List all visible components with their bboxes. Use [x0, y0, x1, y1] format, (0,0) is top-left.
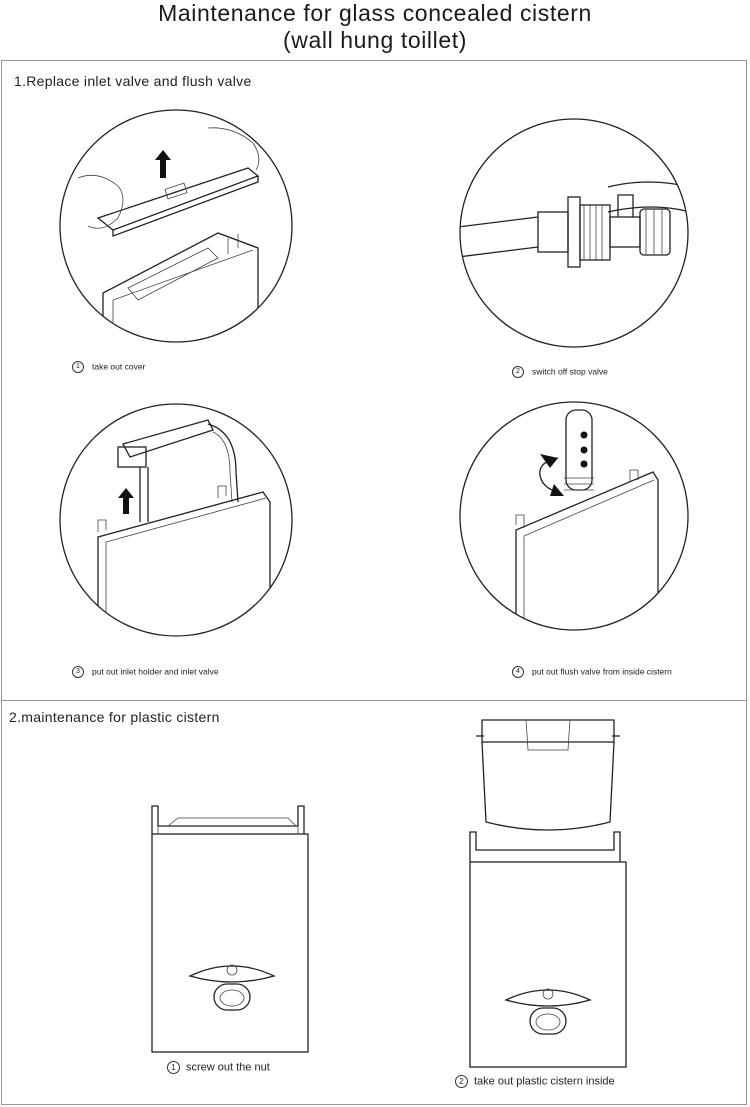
step-3-text: put out inlet holder and inlet valve [92, 666, 219, 677]
step-1-caption: 1 take out cover [72, 361, 145, 373]
detail-circle [459, 118, 689, 348]
step-2-text: switch off stop valve [532, 366, 608, 377]
illustration-take-out-plastic-cistern [469, 719, 627, 1068]
content-frame [1, 60, 747, 1105]
step-2-number: 2 [512, 366, 524, 378]
illustration-stop-valve [459, 118, 689, 348]
title-line-1: Maintenance for glass concealed cistern [158, 0, 592, 26]
step-4-text: put out flush valve from inside cistern [532, 666, 672, 677]
step-1-number: 1 [72, 361, 84, 373]
detail-circle [459, 401, 689, 631]
detail-circle [59, 403, 293, 637]
step-3-caption: 3 put out inlet holder and inlet valve [72, 666, 219, 678]
illustration-inlet-valve [59, 403, 293, 637]
step-3-number: 3 [72, 666, 84, 678]
detail-circle [59, 109, 293, 343]
plastic-step-2-number: 2 [455, 1075, 468, 1088]
section-divider [1, 700, 747, 701]
plastic-step-2-text: take out plastic cistern inside [474, 1075, 615, 1088]
illustration-screw-out-nut [151, 805, 309, 1053]
illustration-take-out-cover [59, 109, 293, 343]
illustration-flush-valve [459, 401, 689, 631]
plastic-step-1-number: 1 [167, 1061, 180, 1074]
plastic-step-1-caption: 1 screw out the nut [167, 1061, 270, 1074]
step-4-number: 4 [512, 666, 524, 678]
step-4-caption: 4 put out flush valve from inside cistern [512, 666, 672, 678]
page-title: Maintenance for glass concealed cistern … [0, 0, 750, 54]
plastic-step-2-caption: 2 take out plastic cistern inside [455, 1075, 615, 1088]
step-1-text: take out cover [92, 361, 146, 372]
title-line-2: (wall hung toillet) [283, 27, 467, 53]
section-2-heading: 2.maintenance for plastic cistern [9, 709, 220, 725]
step-2-caption: 2 switch off stop valve [512, 366, 608, 378]
section-1-heading: 1.Replace inlet valve and flush valve [14, 73, 252, 89]
plastic-step-1-text: screw out the nut [186, 1061, 270, 1074]
